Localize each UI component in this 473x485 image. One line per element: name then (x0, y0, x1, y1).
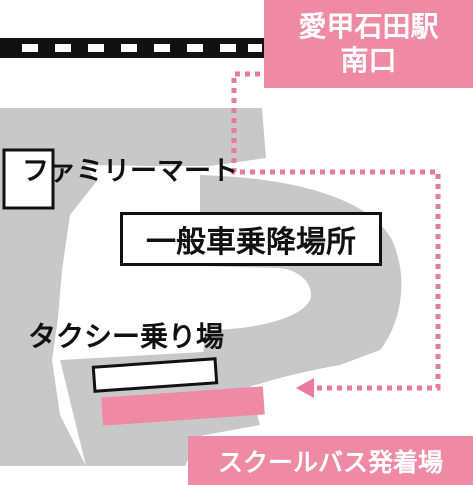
school-bus-label: スクールバス発着場 (217, 447, 443, 477)
school-bus-bar (101, 386, 265, 426)
railway-track (0, 38, 264, 58)
general-pickup-box: 一般車乗降場所 (120, 212, 382, 266)
convenience-store-label: ファミリーマート (22, 156, 238, 187)
station-exit: 南口 (340, 44, 397, 77)
taxi-stand-label: タクシー乗り場 (28, 320, 225, 353)
route-arrow-icon (296, 378, 314, 398)
general-pickup-label: 一般車乗降場所 (146, 225, 356, 260)
walking-route (231, 71, 441, 391)
taxi-stand-bar (91, 357, 219, 393)
school-bus-label-box: スクールバス発着場 (188, 436, 473, 485)
station-name: 愛甲石田駅 (298, 10, 439, 44)
station-label-box: 愛甲石田駅 南口 (264, 0, 473, 88)
convenience-store-building (2, 148, 55, 210)
